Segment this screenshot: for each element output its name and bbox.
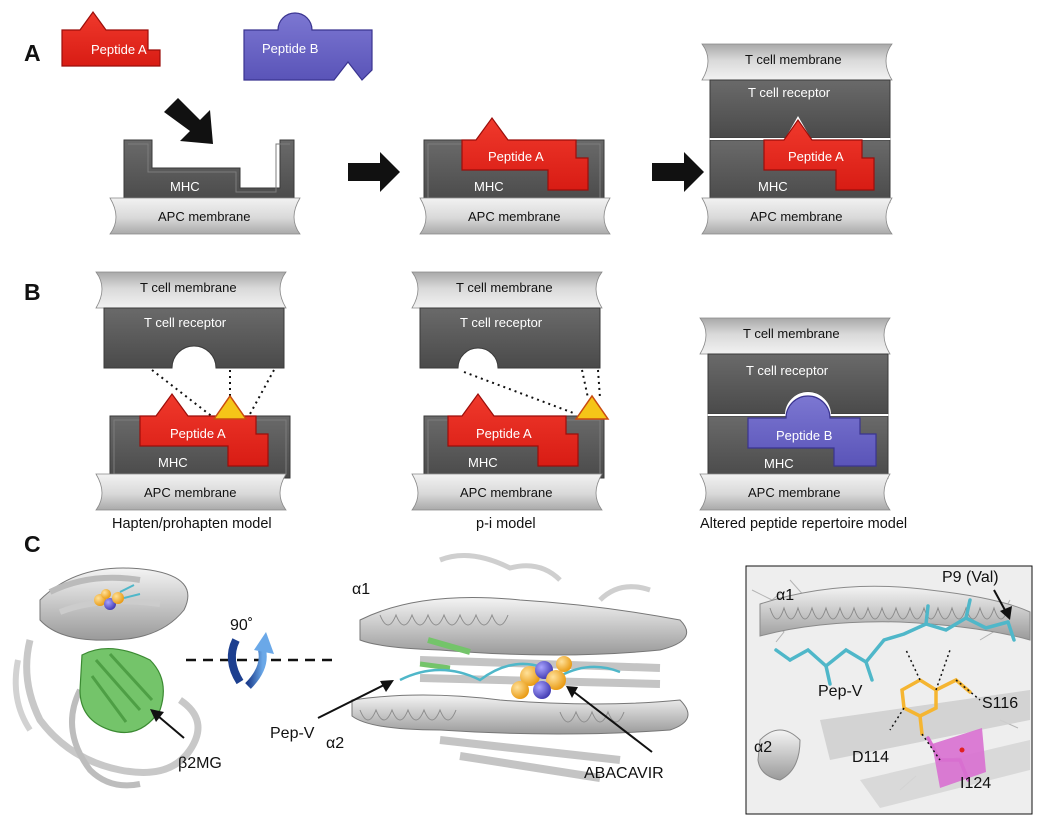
hapten-model-caption: Hapten/prohapten model (112, 516, 272, 532)
mhc-label: MHC (758, 179, 788, 194)
step-arrow-icon (652, 152, 704, 192)
peptide-b-label: Peptide B (262, 41, 318, 56)
closeup-alpha1-label: α1 (776, 587, 794, 604)
apc-membrane-label: APC membrane (158, 209, 250, 224)
t-cell-receptor-label: T cell receptor (746, 363, 829, 378)
rotation-arrow-icon (227, 632, 274, 689)
b2mg-label: β2MG (178, 755, 222, 772)
t-cell-receptor-label: T cell receptor (748, 85, 831, 100)
drug-triangle-icon (212, 394, 248, 420)
apc-membrane-label: APC membrane (460, 485, 552, 500)
alpha2-label: α2 (326, 735, 344, 752)
pepv-pointer-arrow (317, 684, 385, 719)
abacavir-pointer-arrow (573, 691, 653, 753)
apc-membrane-label: APC membrane (468, 209, 560, 224)
structure-top-view (351, 553, 689, 782)
arrowhead-icon (150, 709, 164, 722)
mhc-label: MHC (474, 179, 504, 194)
t-cell-receptor-label: T cell receptor (460, 315, 543, 330)
drug-triangle-icon (574, 394, 610, 420)
panel-letter-a: A (24, 40, 41, 66)
peptide-a-label: Peptide A (476, 426, 532, 441)
abacavir-label: ABACAVIR (584, 765, 664, 782)
t-cell-membrane-label: T cell membrane (745, 52, 842, 67)
apc-membrane-label: APC membrane (144, 485, 236, 500)
mhc-label: MHC (764, 456, 794, 471)
pi-model-caption: p-i model (476, 516, 536, 532)
altered-model-caption: Altered peptide repertoire model (700, 516, 907, 532)
altered-peptide-model: T cell membrane T cell receptor Peptide … (699, 317, 891, 479)
hapten-model: T cell membrane T cell receptor Peptide … (95, 271, 291, 479)
pi-model: T cell membrane T cell receptor Peptide … (411, 271, 610, 479)
panel-letter-b: B (24, 279, 41, 305)
pepv-label: Pep-V (270, 725, 315, 742)
rotation-label: 90˚ (230, 617, 253, 634)
peptide-a-label: Peptide A (91, 42, 147, 57)
closeup-panel (745, 565, 1033, 815)
structure-side-view (12, 567, 202, 789)
step-arrow-icon (348, 152, 400, 192)
d114-label: D114 (852, 749, 889, 766)
t-cell-membrane-label: T cell membrane (140, 280, 237, 295)
s116-label: S116 (982, 695, 1018, 712)
p9-label: P9 (Val) (942, 569, 999, 586)
arrowhead-icon (380, 680, 394, 692)
binding-arrow-icon (164, 98, 213, 144)
pepv-closeup-label: Pep-V (818, 683, 863, 700)
peptide-b-free: Peptide B (243, 12, 373, 81)
apc-membrane-label: APC membrane (748, 485, 840, 500)
mhc-empty: MHC (123, 139, 295, 203)
mhc-label: MHC (468, 455, 498, 470)
peptide-a-label: Peptide A (488, 149, 544, 164)
i124-label: I124 (960, 775, 991, 792)
closeup-alpha2-label: α2 (754, 739, 772, 756)
b2mg-pointer-arrow (157, 715, 185, 739)
arrowhead-icon (1000, 606, 1012, 620)
peptide-a-label: Peptide A (170, 426, 226, 441)
trimolecular-complex: T cell membrane T cell receptor Peptide … (701, 43, 893, 203)
t-cell-membrane-label: T cell membrane (743, 326, 840, 341)
panel-letter-c: C (24, 531, 41, 557)
mhc-label: MHC (158, 455, 188, 470)
peptide-a-label: Peptide A (788, 149, 844, 164)
peptide-a-free: Peptide A (61, 10, 161, 67)
interaction-lines (463, 369, 601, 415)
apc-membrane-label: APC membrane (750, 209, 842, 224)
mhc-with-peptide-a: Peptide A MHC (423, 116, 605, 203)
alpha1-label: α1 (352, 581, 370, 598)
arrowhead-icon (566, 686, 578, 698)
p9-pointer-arrow (993, 589, 1007, 613)
t-cell-membrane-label: T cell membrane (456, 280, 553, 295)
t-cell-receptor-label: T cell receptor (144, 315, 227, 330)
mhc-label: MHC (170, 179, 200, 194)
peptide-b-label: Peptide B (776, 428, 832, 443)
